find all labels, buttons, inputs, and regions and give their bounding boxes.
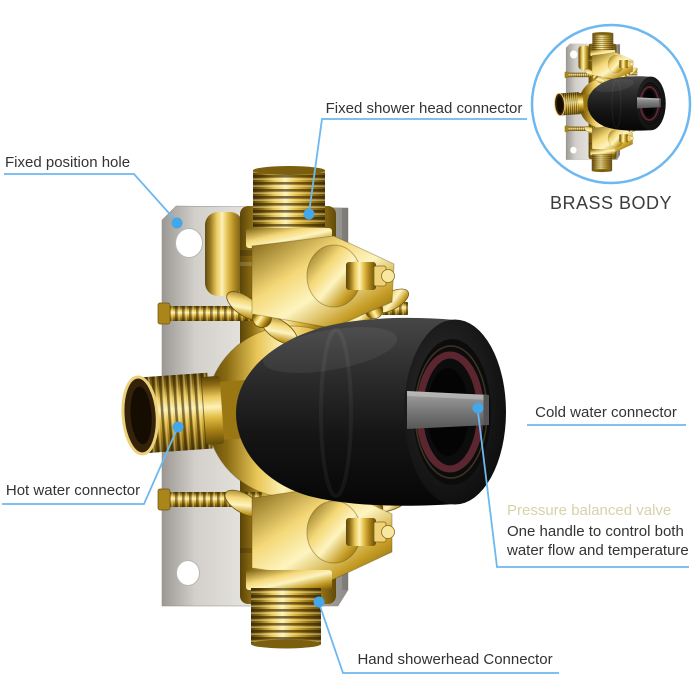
label-fixed-shower-head: Fixed shower head connector [325,100,523,117]
label-pressure-valve-title: Pressure balanced valve [507,502,672,519]
callout-fixed-position-hole [4,173,183,229]
label-pressure-valve-desc: One handle to control both water flow an… [507,523,689,559]
callout-hand-shower [313,596,559,674]
callout-fixed-shower-head [303,118,527,220]
label-cold-water: Cold water connector [535,404,677,421]
label-hot-water: Hot water connector [5,482,141,499]
callout-pressure-valve [472,402,689,568]
label-hand-shower: Hand showerhead Connector [357,651,553,668]
label-fixed-position-hole: Fixed position hole [5,154,131,171]
inset-caption: BRASS BODY [549,193,673,213]
inset-thumbnail [530,23,692,185]
callout-hot-water [2,421,184,505]
